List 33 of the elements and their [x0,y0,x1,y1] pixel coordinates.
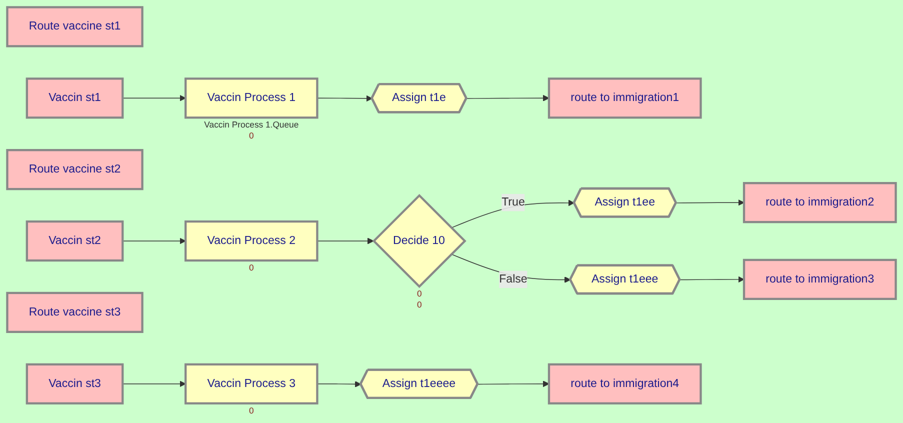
arrow [477,380,550,388]
arrow [680,276,744,283]
node-box: Vaccin st2 [26,220,124,262]
edge-label: False [499,273,528,286]
arrow [676,200,744,206]
arrow [122,238,186,244]
node-box: route to immigration3 [742,259,897,300]
node-box: Vaccin st3 [26,363,124,405]
arrow [316,381,362,388]
arrow [450,200,575,228]
counter-label: 0 [249,406,254,416]
arrow [122,380,186,388]
arrow [316,95,372,102]
node-box: route to immigration1 [548,78,702,119]
node-box: route to immigration2 [742,182,897,224]
node-box: Vaccin st1 [26,78,124,119]
node-box: Vaccin Process 3 [184,363,318,405]
node-box: Vaccin Process 2 [184,220,318,262]
node-box: Vaccin Process 1 [184,78,318,119]
counter-label: 0 [249,262,254,273]
arrow [316,238,374,244]
arrow [466,95,550,102]
node-box: Route vaccine st2 [6,149,144,190]
node-diamond: Decide 10 [372,194,466,288]
counter-label: 0 [416,300,422,310]
node-box: route to immigration4 [548,363,702,405]
edge-label: True [502,196,525,209]
queue-label: Vaccin Process 1.Queue [204,120,299,130]
counter-label: 0 [249,130,254,141]
arrow [122,95,186,102]
node-box: Route vaccine st1 [6,6,144,48]
counter-label: 0 [416,288,422,299]
node-box: Route vaccine st3 [6,292,144,334]
